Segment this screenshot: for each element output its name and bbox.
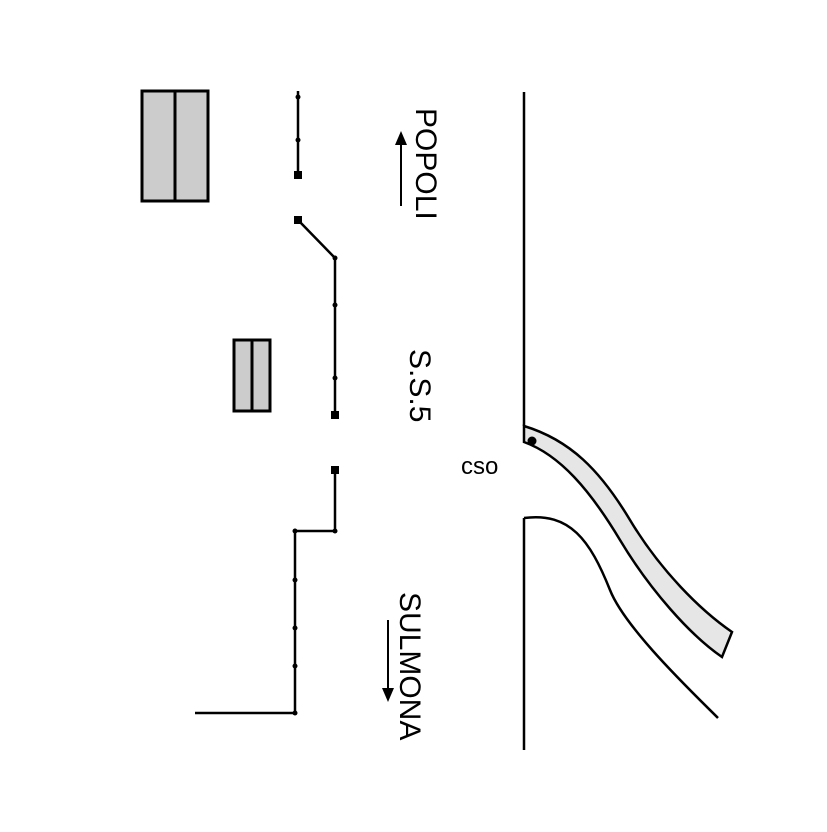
fence-lower [195,466,339,716]
arrow-up-icon [395,131,407,206]
side-ramp [522,424,734,659]
arrow-down-icon [382,620,394,702]
label-road: S.S.5 [403,349,436,422]
label-popoli: POPOLI [409,108,442,220]
cso-point-marker [527,436,537,446]
label-cso: cso [461,453,498,480]
label-sulmona: SULMONA [393,592,426,740]
road-edge-lower [522,515,719,750]
building-small [232,338,272,413]
fence-upper [294,91,302,179]
fence-middle [294,216,339,419]
building-large [140,89,210,203]
